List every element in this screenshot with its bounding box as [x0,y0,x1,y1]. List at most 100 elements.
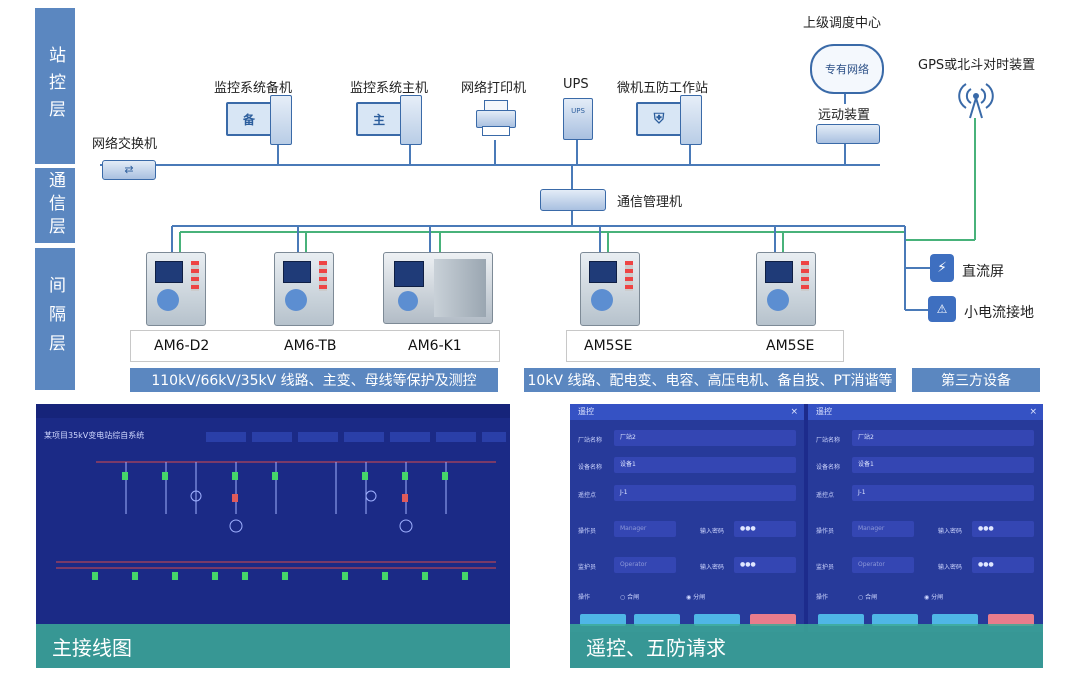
d2-pwd-field[interactable]: ●●● [972,521,1034,537]
d2-button-2[interactable] [872,614,918,626]
d1-device-field[interactable]: 设备1 [614,457,796,473]
five-prevention-monitor-icon: ⛨ [636,102,682,136]
d1-point-label: 遥控点 [578,492,597,499]
wiring-title: 某项目35kV变电站综自系统 [44,431,145,440]
d2-pwd2-field[interactable]: ●●● [972,557,1034,573]
main-wiring-caption: 主接线图 [36,624,510,668]
d2-button-3[interactable] [932,614,978,626]
d2-point-field[interactable]: J-1 [852,485,1034,501]
relay-am5se-1 [580,252,640,326]
d1-radio-open-text: 分闸 [693,594,706,601]
d1-point-field[interactable]: J-1 [614,485,796,501]
d2-monitor-select[interactable]: Operator [852,557,914,573]
device-label-am5se-2: AM5SE [766,338,815,354]
band-high-voltage-text: 110kV/66kV/35kV 线路、主变、母线等保护及测控 [151,373,477,389]
device-label-am6-d2: AM6-D2 [154,338,210,354]
device-label-am6-tb: AM6-TB [284,338,337,354]
relay-am5se-2 [756,252,816,326]
d1-radio-close[interactable]: ○ 合闸 [620,594,640,601]
d1-operator-select[interactable]: Manager [614,521,676,537]
dc-screen-icon: ⚡ [930,254,954,282]
d1-button-4[interactable] [750,614,796,626]
d2-button-4[interactable] [988,614,1034,626]
layer-station-label: 站控层 [45,45,65,127]
d2-pwd2-label: 输入密码 [938,564,963,571]
d2-button-1[interactable] [818,614,864,626]
remote-dialog-1-header: 遥控× [570,404,804,420]
layer-comm: 通信层 [35,168,75,243]
backup-badge: 备 [242,112,255,127]
d1-operator-label: 操作员 [578,528,597,535]
small-current-label: 小电流接地 [964,305,1034,321]
ups-icon: UPS [563,98,593,140]
gps-label: GPS或北斗对时装置 [918,58,1036,73]
device-box-left [130,330,500,362]
d1-station-label: 厂站名称 [578,437,603,444]
close-icon[interactable]: × [790,407,798,417]
main-monitor-icon: 主 [356,102,402,136]
cloud-icon: 专有网络 [810,44,884,94]
device-label-am5se-1: AM5SE [584,338,633,354]
remote-label: 远动装置 [818,108,871,123]
main-host-label: 监控系统主机 [350,81,429,96]
remote-control-panel: 遥控 × 厂站名称 厂站2 设备名称 设备1 遥控点 J-1 操作员 Manage… [570,404,1043,668]
d1-button-3[interactable] [694,614,740,626]
backup-tower-icon [270,95,292,145]
d1-radio-open[interactable]: ◉ 分闸 [686,594,706,601]
layer-bay: 间隔层 [35,248,75,390]
d1-station-field[interactable]: 厂站2 [614,430,796,446]
remote-dialog-2-title: 遥控 [816,407,832,416]
band-10kv-text: 10kV 线路、配电变、电容、高压电机、备自投、PT消谐等 [527,373,893,389]
close-icon[interactable]: × [1029,407,1037,417]
d2-device-field[interactable]: 设备1 [852,457,1034,473]
printer-icon [476,100,516,136]
d2-operator-label: 操作员 [816,528,835,535]
private-net-label: 专有网络 [825,63,869,76]
band-10kv: 10kV 线路、配电变、电容、高压电机、备自投、PT消谐等 [524,368,896,392]
d2-radio-close[interactable]: ○ 合闸 [858,594,878,601]
band-high-voltage: 110kV/66kV/35kV 线路、主变、母线等保护及测控 [130,368,498,392]
d1-radio-close-text: 合闸 [627,594,640,601]
backup-host-label: 监控系统备机 [214,81,293,96]
d1-button-1[interactable] [580,614,626,626]
d1-device-label: 设备名称 [578,464,603,471]
dispatch-center-label: 上级调度中心 [803,16,882,31]
wiring-diagram-svg [56,461,496,580]
remote-dialog-2-header: 遥控 × [808,404,1043,420]
d1-button-2[interactable] [634,614,680,626]
d2-radio-close-text: 合闸 [865,594,878,601]
relay-am6-tb [274,252,334,326]
band-third-party-text: 第三方设备 [941,373,1011,389]
d1-monitor-select[interactable]: Operator [614,557,676,573]
remote-control-caption: 遥控、五防请求 [570,624,1043,668]
remote-device-icon [816,124,880,144]
main-badge: 主 [372,112,385,127]
d2-pwd-label: 输入密码 [938,528,963,535]
layer-bay-label: 间隔层 [45,275,65,363]
switch-label: 网络交换机 [92,137,158,152]
d1-pwd2-field[interactable]: ●●● [734,557,796,573]
device-box-right [566,330,844,362]
printer-label: 网络打印机 [461,81,527,96]
d2-operator-select[interactable]: Manager [852,521,914,537]
dc-screen-label: 直流屏 [962,264,1004,280]
remote-dialog-1: 遥控× 厂站名称 厂站2 设备名称 设备1 遥控点 J-1 操作员 Manage… [570,404,804,632]
d1-pwd2-label: 输入密码 [700,564,725,571]
small-current-icon: ⚠ [928,296,956,322]
backup-monitor-icon: 备 [226,102,272,136]
ups-badge: UPS [571,107,585,115]
d2-station-label: 厂站名称 [816,437,841,444]
d2-point-label: 遥控点 [816,492,835,499]
lock-icon: ⛨ [653,111,665,127]
comm-manager-label: 通信管理机 [617,195,683,210]
d2-monitor-label: 监护员 [816,564,835,571]
relay-am6-d2 [146,252,206,326]
d1-pwd-field[interactable]: ●●● [734,521,796,537]
comm-manager-icon [540,189,606,211]
main-tower-icon [400,95,422,145]
d2-station-field[interactable]: 厂站2 [852,430,1034,446]
d2-radio-open-text: 分闸 [931,594,944,601]
d1-pwd-label: 输入密码 [700,528,725,535]
five-prevention-label: 微机五防工作站 [617,81,709,96]
d2-radio-open[interactable]: ◉ 分闸 [924,594,944,601]
